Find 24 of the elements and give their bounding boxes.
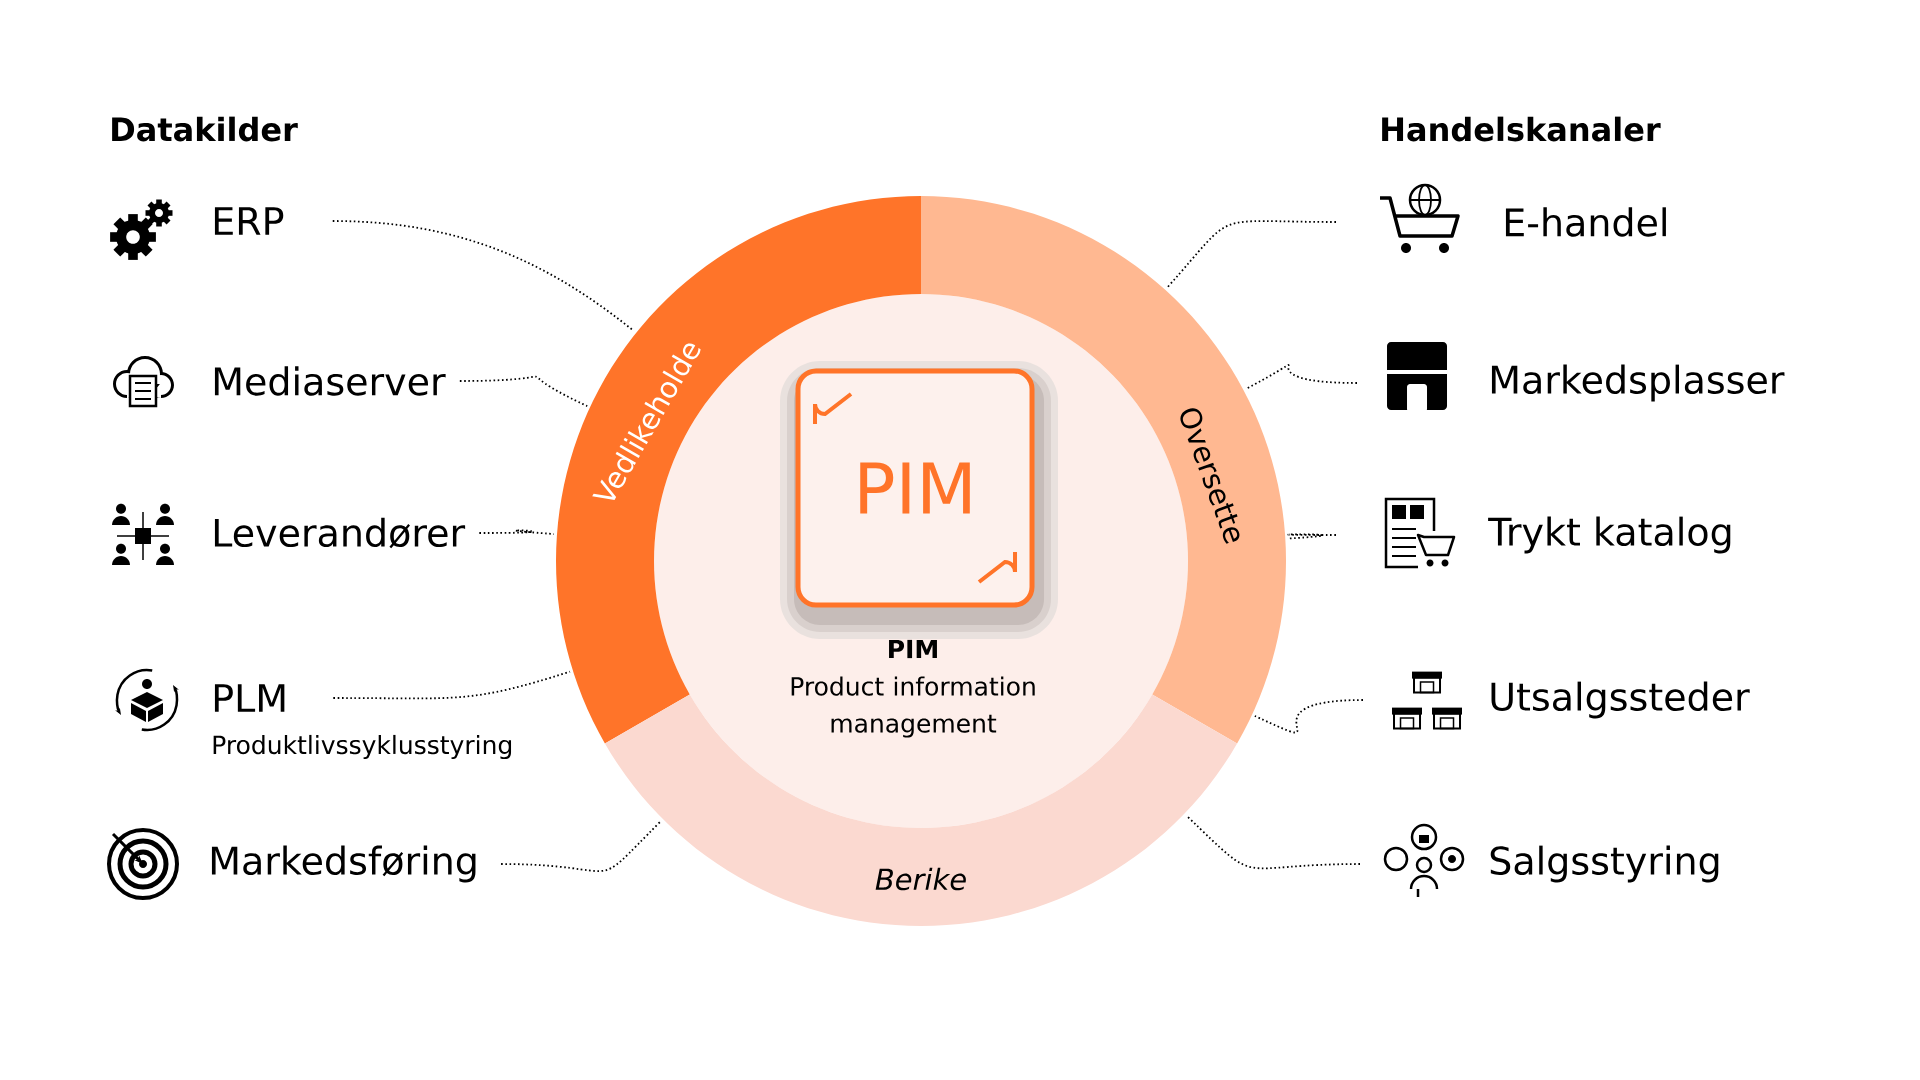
dotted-connector — [1287, 533, 1337, 540]
subtitle: Produktlivssyklusstyring — [213, 734, 512, 760]
dotted-connector — [331, 220, 635, 332]
dotted-connector — [332, 670, 571, 700]
source-label: Markedsføring — [211, 845, 476, 883]
column-heading: Handelskanaler — [1382, 116, 1661, 142]
source-label: ERP — [214, 207, 284, 235]
pim-box: PIM — [795, 368, 1035, 608]
source-label: Trykt katalog — [1488, 516, 1731, 554]
source-label: Leverandører — [214, 517, 466, 549]
column-heading: Datakilder — [112, 116, 298, 142]
source-label: PLM — [214, 684, 285, 712]
source-label: E-handel — [1505, 207, 1666, 237]
dotted-connector — [1253, 699, 1364, 734]
dotted-connector — [1185, 814, 1361, 870]
source-label: Mediaserver — [214, 366, 446, 396]
dotted-connector — [458, 375, 589, 407]
dotted-connector — [1245, 364, 1358, 390]
source-label: Markedsplasser — [1491, 364, 1785, 402]
dotted-connector — [500, 820, 662, 872]
source-label: Salgsstyring — [1490, 845, 1719, 883]
dotted-connector — [478, 529, 555, 535]
source-label: Utsalgssteder — [1491, 681, 1750, 719]
dotted-connector — [1166, 220, 1337, 289]
